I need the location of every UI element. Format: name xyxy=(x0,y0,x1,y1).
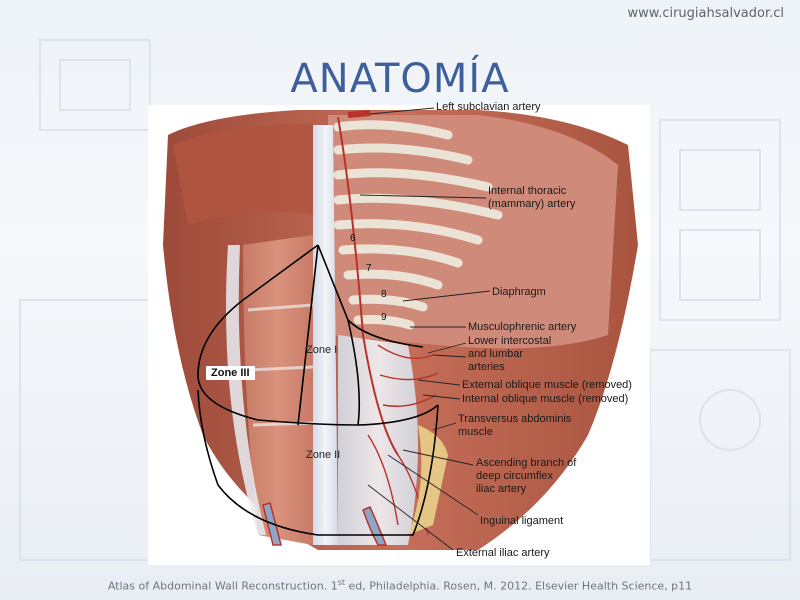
zone-2-label: Zone II xyxy=(306,449,341,461)
citation-text: Atlas of Abdominal Wall Reconstruction. … xyxy=(107,579,338,593)
internal-thoracic-artery xyxy=(337,116,399,456)
citation-text-end: ed, Philadelphia. Rosen, M. 2012. Elsevi… xyxy=(345,579,693,593)
label-ascending-branch: Ascending branch of deep circumflex ilia… xyxy=(476,457,577,495)
label-internal-thoracic-artery: Internal thoracic (mammary) artery xyxy=(488,185,576,210)
citation: Atlas of Abdominal Wall Reconstruction. … xyxy=(0,578,800,593)
label-internal-oblique-muscle: Internal oblique muscle (removed) xyxy=(462,393,629,405)
label-lower-intercostal-arteries: Lower intercostal and lumbar arteries xyxy=(468,335,552,373)
label-external-oblique-muscle: External oblique muscle (removed) xyxy=(462,379,632,391)
pectoral-muscle xyxy=(173,124,318,225)
citation-superscript: st xyxy=(337,578,346,587)
rib-number-8: 8 xyxy=(381,289,387,300)
rib-number-9: 9 xyxy=(381,312,387,323)
label-musculophrenic-artery: Musculophrenic artery xyxy=(468,321,577,333)
slide-title: ANATOMÍA xyxy=(290,56,510,102)
website-url[interactable]: www.cirugiahsalvador.cl xyxy=(627,6,784,21)
right-rectus-sheath xyxy=(338,335,418,545)
abdominal-wall-illustration xyxy=(163,110,638,550)
label-transversus-abdominis: Transversus abdominis muscle xyxy=(458,413,572,438)
left-rectus xyxy=(243,235,313,545)
linea-semilunaris xyxy=(226,245,266,535)
rib-number-7: 7 xyxy=(366,263,372,274)
anatomy-figure: 6 7 8 9 Zone I Zone II Zone III xyxy=(148,101,650,565)
ribs xyxy=(333,120,503,330)
linea-alba xyxy=(313,125,338,545)
zone-3-label: Zone III xyxy=(206,366,255,380)
label-inguinal-ligament: Inguinal ligament xyxy=(480,515,564,527)
zone-1-label: Zone I xyxy=(306,344,338,356)
label-diaphragm: Diaphragm xyxy=(492,286,546,298)
label-left-subclavian-artery: Left subclavian artery xyxy=(436,101,541,113)
label-external-iliac-artery: External iliac artery xyxy=(456,547,550,559)
rib-number-6: 6 xyxy=(350,233,356,244)
